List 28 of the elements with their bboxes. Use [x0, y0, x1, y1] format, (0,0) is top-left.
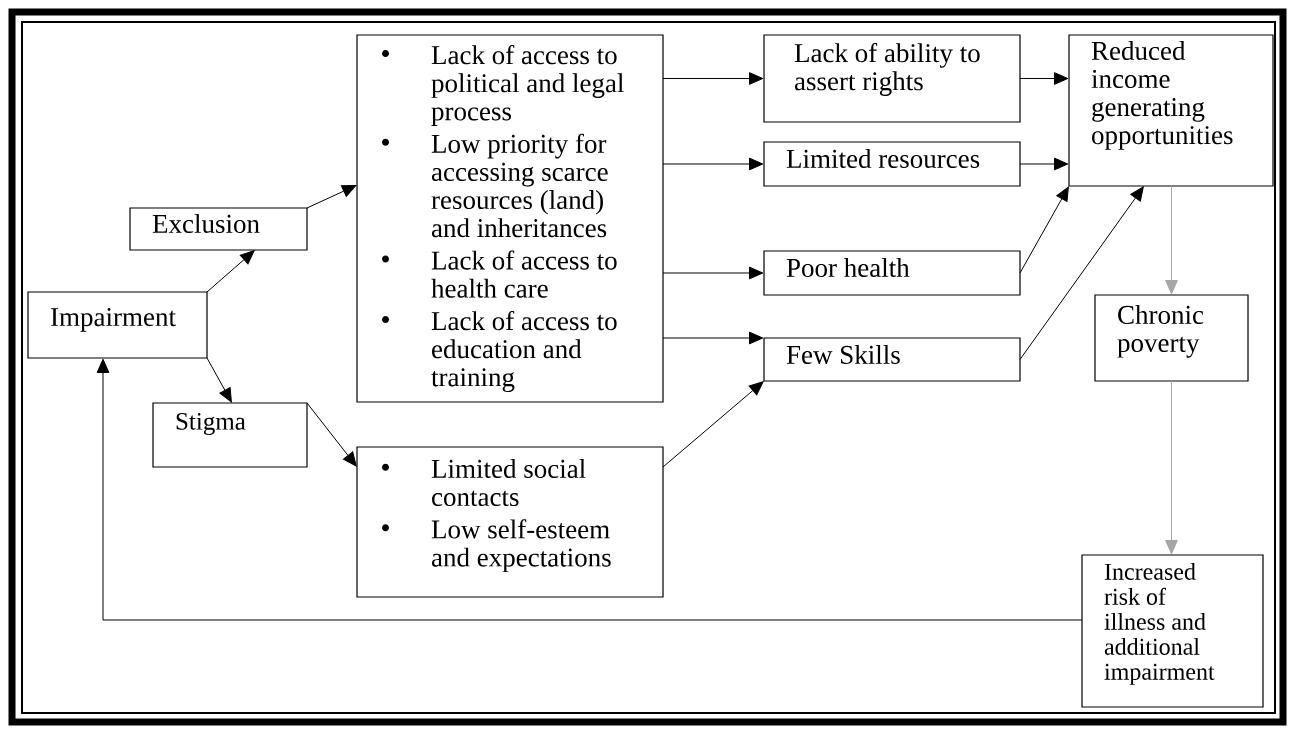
arrow — [662, 381, 764, 468]
arrow — [662, 266, 764, 280]
process-box: Exclusion — [129, 207, 308, 251]
process-box: Stigma — [152, 402, 308, 468]
arrow — [1165, 185, 1178, 295]
arrow — [1019, 72, 1069, 85]
arrow — [306, 402, 357, 467]
process-box: Poor health — [763, 250, 1021, 296]
arrow — [1019, 157, 1069, 171]
arrow — [206, 357, 232, 403]
arrow — [1165, 380, 1178, 555]
process-box: Limited resources — [763, 141, 1021, 187]
arrow — [662, 72, 764, 85]
process-box: Chronic poverty — [1094, 294, 1249, 382]
list-box: Limited social contacts Low self-esteem and expectations — [356, 446, 664, 598]
process-box: Reduced income generating opportunities — [1068, 34, 1274, 187]
process-box: Increased risk of illness and additional impairment — [1081, 554, 1264, 708]
list-box: Lack of access to political and legal process Low priority for accessing scarce resources (land) and inheritances Lack of access to health care Lack of access to education and training — [356, 34, 664, 403]
arrow — [1019, 186, 1069, 274]
process-box: Few Skills — [763, 337, 1021, 382]
arrow — [306, 185, 357, 209]
arrow — [662, 157, 764, 171]
process-box: Impairment — [27, 291, 208, 359]
arrow — [206, 250, 255, 293]
process-box: Lack of ability to assert rights — [763, 34, 1021, 123]
arrow — [662, 331, 764, 345]
arrow — [1019, 186, 1144, 360]
arrow — [96, 358, 1083, 621]
